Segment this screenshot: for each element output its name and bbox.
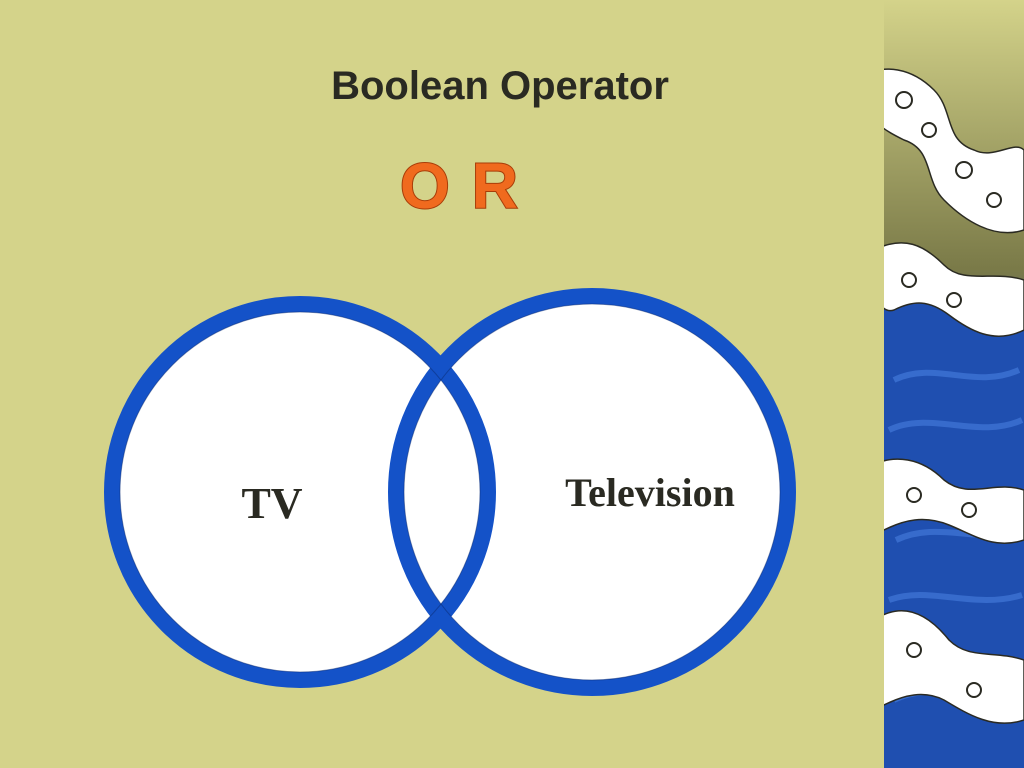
- ocean-wave-illustration: [884, 0, 1024, 768]
- set-ring-television: [388, 288, 796, 696]
- set-label-tv: TV: [241, 479, 302, 528]
- set-inner-line-television: [403, 303, 781, 681]
- set-ring-tv: [104, 296, 496, 688]
- slide-title: Boolean Operator: [331, 64, 669, 108]
- operator-text: OR: [400, 150, 540, 222]
- operator-word: OR: [399, 149, 540, 223]
- set-inner-line-tv: [119, 311, 481, 673]
- set-label-television: Television: [565, 470, 735, 515]
- set-circle-fill-tv: [112, 304, 488, 680]
- set-circle-fill-television: [396, 296, 788, 688]
